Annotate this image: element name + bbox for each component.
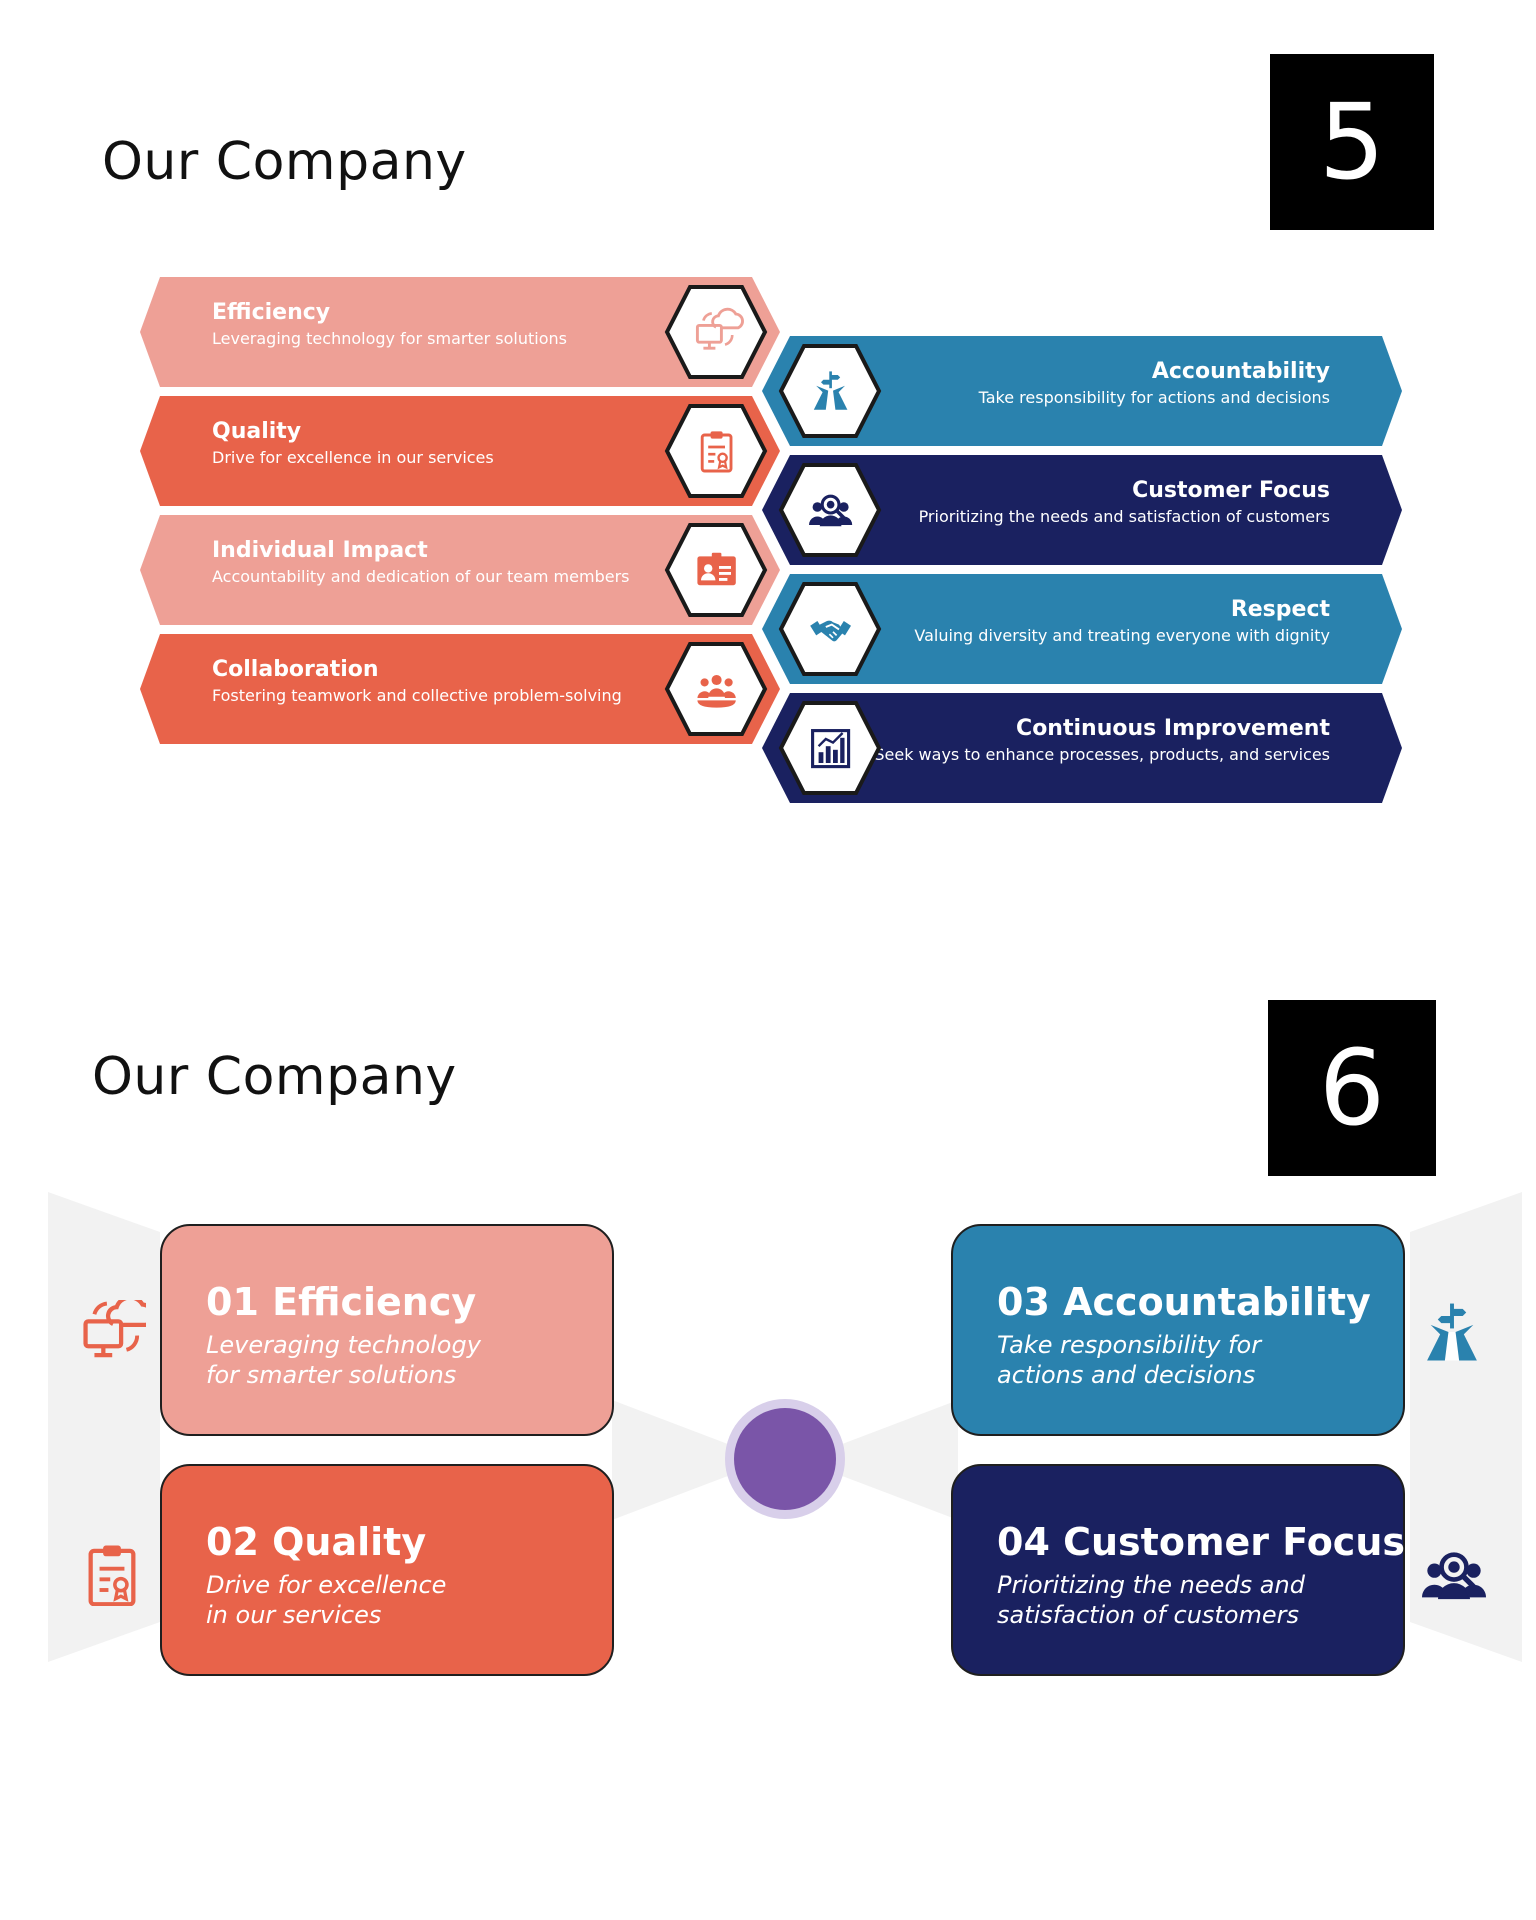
bar-chart-icon <box>778 701 882 795</box>
banner-subtitle: Accountability and dedication of our tea… <box>212 567 630 586</box>
card-title: 04 Customer Focus <box>997 1520 1405 1564</box>
card-title: 01 Efficiency <box>206 1280 477 1324</box>
customer-group-icon <box>1422 1544 1486 1608</box>
center-hub-circle <box>725 1399 845 1519</box>
background-bowtie-shape <box>48 1192 1522 1662</box>
value-card-quality: 02 Quality Drive for excellence in our s… <box>160 1464 614 1676</box>
value-card-accountability: 03 Accountability Take responsibility fo… <box>951 1224 1405 1436</box>
team-group-icon <box>664 642 768 736</box>
slide-title: Our Company <box>92 1047 457 1107</box>
slide-6: Our Company 6 01 Efficiency Leveraging t… <box>0 960 1536 1920</box>
clipboard-certificate-icon <box>80 1542 144 1606</box>
banner-title: Individual Impact <box>212 538 428 563</box>
banner-title: Continuous Improvement <box>1016 716 1330 741</box>
card-subtitle: Take responsibility for actions and deci… <box>997 1331 1262 1389</box>
banner-title: Quality <box>212 419 302 444</box>
value-card-efficiency: 01 Efficiency Leveraging technology for … <box>160 1224 614 1436</box>
banner-subtitle: Drive for excellence in our services <box>212 448 494 467</box>
computer-cloud-icon <box>664 285 768 379</box>
slide-number-badge: 5 <box>1270 54 1434 230</box>
banner-title: Respect <box>1230 597 1330 622</box>
slide-number-badge: 6 <box>1268 1000 1436 1176</box>
card-title: 02 Quality <box>206 1520 427 1564</box>
computer-cloud-icon <box>82 1300 146 1364</box>
card-subtitle: Leveraging technology for smarter soluti… <box>206 1331 481 1389</box>
road-signpost-icon <box>1425 1301 1479 1363</box>
banner-title: Customer Focus <box>1132 478 1330 503</box>
banner-title: Accountability <box>1151 359 1330 384</box>
customer-group-icon <box>778 463 882 557</box>
slide-title: Our Company <box>102 132 467 192</box>
banner-subtitle: Seek ways to enhance processes, products… <box>874 745 1330 764</box>
handshake-icon <box>778 582 882 676</box>
banner-subtitle: Prioritizing the needs and satisfaction … <box>918 507 1330 526</box>
card-subtitle: Prioritizing the needs and satisfaction … <box>997 1571 1305 1629</box>
banner-subtitle: Fostering teamwork and collective proble… <box>212 686 622 705</box>
road-signpost-icon <box>778 344 882 438</box>
clipboard-certificate-icon <box>664 404 768 498</box>
banner-subtitle: Leveraging technology for smarter soluti… <box>212 329 567 348</box>
card-subtitle: Drive for excellence in our services <box>206 1571 447 1629</box>
id-card-icon <box>664 523 768 617</box>
banner-title: Efficiency <box>212 300 331 325</box>
banner-title: Collaboration <box>212 657 379 682</box>
banner-subtitle: Take responsibility for actions and deci… <box>978 388 1330 407</box>
value-card-customer-focus: 04 Customer Focus Prioritizing the needs… <box>951 1464 1405 1676</box>
banner-subtitle: Valuing diversity and treating everyone … <box>914 626 1330 645</box>
card-title: 03 Accountability <box>997 1280 1371 1324</box>
